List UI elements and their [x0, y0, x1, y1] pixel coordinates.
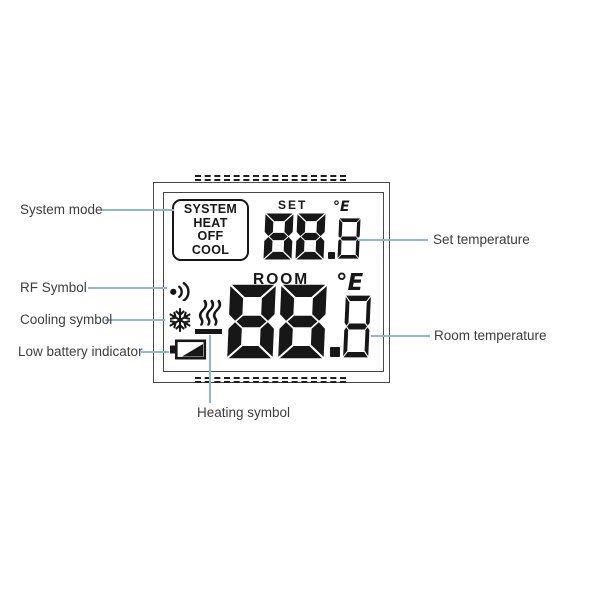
seven-segment-digit-8	[263, 213, 294, 260]
room-temperature-digits	[227, 284, 371, 359]
callout-line-rf-symbol	[88, 287, 167, 289]
lcd-top-segment-dashes	[195, 175, 346, 181]
snowflake-icon	[169, 307, 191, 333]
set-temperature-digits	[263, 213, 361, 260]
label-heating-symbol: Heating symbol	[197, 405, 291, 420]
label-room-temperature: Room temperature	[434, 328, 547, 343]
label-rf-symbol: RF Symbol	[20, 280, 87, 295]
callout-line-set-temperature	[358, 239, 428, 241]
rf-signal-icon	[170, 281, 190, 301]
heat-waves-icon	[195, 299, 222, 334]
callout-line-cooling-symbol	[105, 319, 165, 321]
seven-segment-digit-8	[295, 213, 326, 260]
callout-line-low-battery	[141, 351, 169, 353]
label-set-temperature: Set temperature	[433, 232, 530, 247]
lcd-bottom-segment-dashes	[195, 377, 346, 383]
set-label: SET	[278, 198, 308, 212]
low-battery-icon	[170, 339, 207, 360]
set-degree-unit: °E	[333, 199, 350, 215]
label-low-battery-indicator: Low battery indicator	[18, 344, 143, 359]
label-cooling-symbol: Cooling symbol	[20, 312, 113, 327]
room-label: ROOM	[253, 271, 310, 288]
system-box-title: SYSTEM	[183, 202, 238, 216]
system-box-mode-heat: HEAT	[193, 215, 228, 230]
callout-line-heating-symbol	[209, 335, 211, 403]
system-mode-box: SYSTEM HEAT OFF COOL	[172, 199, 249, 261]
room-degree-unit: °E	[336, 270, 364, 296]
system-box-mode-cool: COOL	[191, 242, 230, 257]
lcd-inner-frame	[163, 192, 384, 372]
callout-line-room-temperature	[371, 335, 430, 337]
callout-line-system-mode	[101, 209, 174, 211]
seven-segment-digit-8	[278, 284, 327, 359]
seven-segment-digit-8	[227, 284, 276, 359]
seven-segment-digit-8	[343, 295, 371, 358]
decimal-point	[328, 252, 335, 259]
label-system-mode: System mode	[20, 202, 103, 217]
system-box-mode-off: OFF	[197, 229, 224, 243]
decimal-point	[330, 347, 340, 357]
